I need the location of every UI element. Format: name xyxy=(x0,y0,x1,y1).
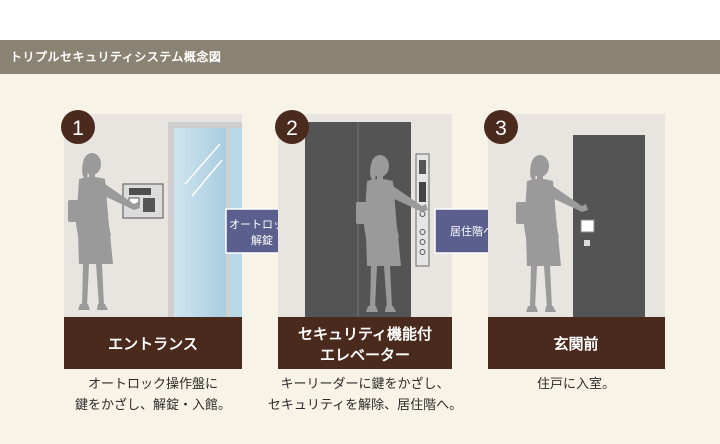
key-reader-display xyxy=(419,160,426,174)
step-2-description-line: キーリーダーに鍵をかざし、 xyxy=(280,377,450,392)
glass-reflection xyxy=(191,159,223,197)
key-reader-button xyxy=(419,229,426,235)
elevator-door-left xyxy=(305,122,357,317)
step-2: 2 セキュリティ機能付 エレベーター xyxy=(275,110,452,369)
glass-reflection xyxy=(184,143,221,185)
door-key-reader xyxy=(580,219,595,233)
step-2-description: キーリーダーに鍵をかざし、 セキュリティを解除、居住階へ。 xyxy=(265,374,465,416)
entrance-panel-screen xyxy=(129,188,151,195)
step-3-label-bar xyxy=(488,317,665,369)
arrow-2-text: 居住階へ xyxy=(450,224,494,238)
door-handle xyxy=(584,240,590,246)
step-1-description-line: オートロック操作盤に xyxy=(87,377,218,392)
key-reader-button xyxy=(419,249,426,255)
entrance-panel-key xyxy=(143,198,155,212)
step-3-number-badge xyxy=(484,110,518,144)
step-3-label: 玄関前 xyxy=(553,335,598,353)
step-1-number-badge xyxy=(61,110,95,144)
step-2-label-bar xyxy=(278,317,452,369)
step-1-description: オートロック操作盤に 鍵をかざし、解錠・入館。 xyxy=(53,374,253,416)
step-3-number: 3 xyxy=(495,117,507,140)
step-1: 1 エントランス xyxy=(61,110,242,369)
step-2-number: 2 xyxy=(286,117,298,140)
key-reader-slot xyxy=(419,182,426,202)
step-2-label: エレベーター xyxy=(320,346,410,364)
arrow-1-text: 解錠 xyxy=(251,233,273,247)
header-bar: トリプルセキュリティシステム概念図 xyxy=(0,40,720,74)
step-2-number-badge xyxy=(275,110,309,144)
step-1-number: 1 xyxy=(72,117,84,140)
security-diagram: 1 エントランス オートロック 解錠 2 セキュリティ機能付 エレベーター 居住… xyxy=(61,110,665,369)
step-3: 3 玄関前 xyxy=(484,110,665,369)
step-3-description-line: 住戸に入室。 xyxy=(536,377,615,392)
step-3-description: 住戸に入室。 xyxy=(476,374,676,395)
step-1-description-line: 鍵をかざし、解錠・入館。 xyxy=(74,398,231,413)
diagram-title: トリプルセキュリティシステム概念図 xyxy=(10,50,222,64)
step-1-label-bar xyxy=(64,317,242,369)
glass-door-panel xyxy=(174,128,226,317)
step-2-description-line: セキュリティを解除、居住階へ。 xyxy=(267,398,463,413)
key-reader-button xyxy=(419,239,426,245)
step-1-label: エントランス xyxy=(108,335,198,353)
step-2-label: セキュリティ機能付 xyxy=(298,325,432,343)
